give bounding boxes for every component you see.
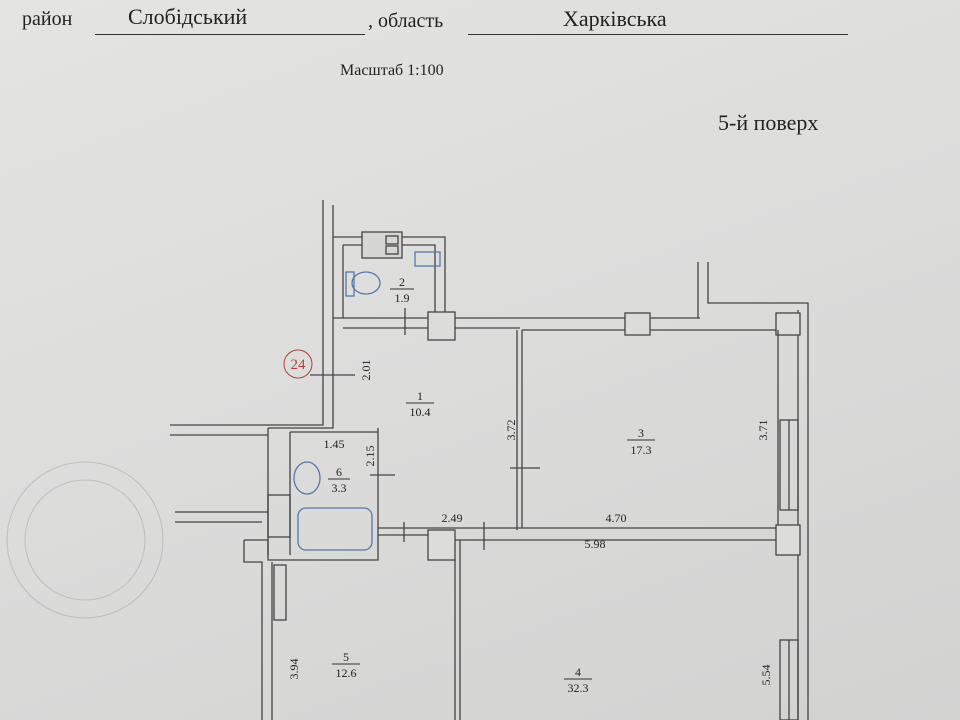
dimension-labels: 2.01 3.72 3.71 1.45 2.15 2.49 4.70 5.98 … — [287, 360, 773, 686]
floor-label: 5-й поверх — [718, 110, 819, 135]
walls — [170, 200, 809, 720]
room-4-area: 32.3 — [568, 681, 589, 695]
room-2-number: 2 — [399, 275, 405, 289]
room-1-number: 1 — [417, 389, 423, 403]
room-2-area: 1.9 — [395, 291, 410, 305]
room-6-area: 3.3 — [332, 481, 347, 495]
dim-2-15: 2.15 — [363, 446, 377, 467]
apartment-number: 24 — [291, 357, 307, 373]
dim-3-71: 3.71 — [756, 420, 770, 441]
dim-3-72: 3.72 — [504, 420, 518, 441]
district-label: район — [22, 8, 73, 30]
region-label: , область — [368, 10, 444, 32]
room-1-area: 10.4 — [410, 405, 431, 419]
room-5-area: 12.6 — [336, 666, 357, 680]
dim-4-70: 4.70 — [606, 511, 627, 525]
dim-1-45: 1.45 — [324, 437, 345, 451]
room-4-number: 4 — [575, 665, 581, 679]
room-5-number: 5 — [343, 650, 349, 664]
district-value: Слобідський — [128, 4, 248, 29]
room-3-number: 3 — [638, 426, 644, 440]
region-value: Харківська — [563, 6, 667, 31]
room-3-area: 17.3 — [631, 443, 652, 457]
dim-5-54: 5.54 — [759, 665, 773, 686]
room-labels: 2 1.9 1 10.4 3 17.3 6 3.3 5 12.6 4 32.3 — [328, 275, 655, 695]
dim-5-98: 5.98 — [585, 537, 606, 551]
scale-label: Масштаб 1:100 — [340, 62, 444, 79]
apartment-number-circle — [283, 349, 313, 379]
dim-2-49: 2.49 — [442, 511, 463, 525]
stamp — [6, 461, 164, 619]
dim-3-94: 3.94 — [287, 659, 301, 680]
room-6-number: 6 — [336, 465, 342, 479]
dim-2-01: 2.01 — [359, 360, 373, 381]
